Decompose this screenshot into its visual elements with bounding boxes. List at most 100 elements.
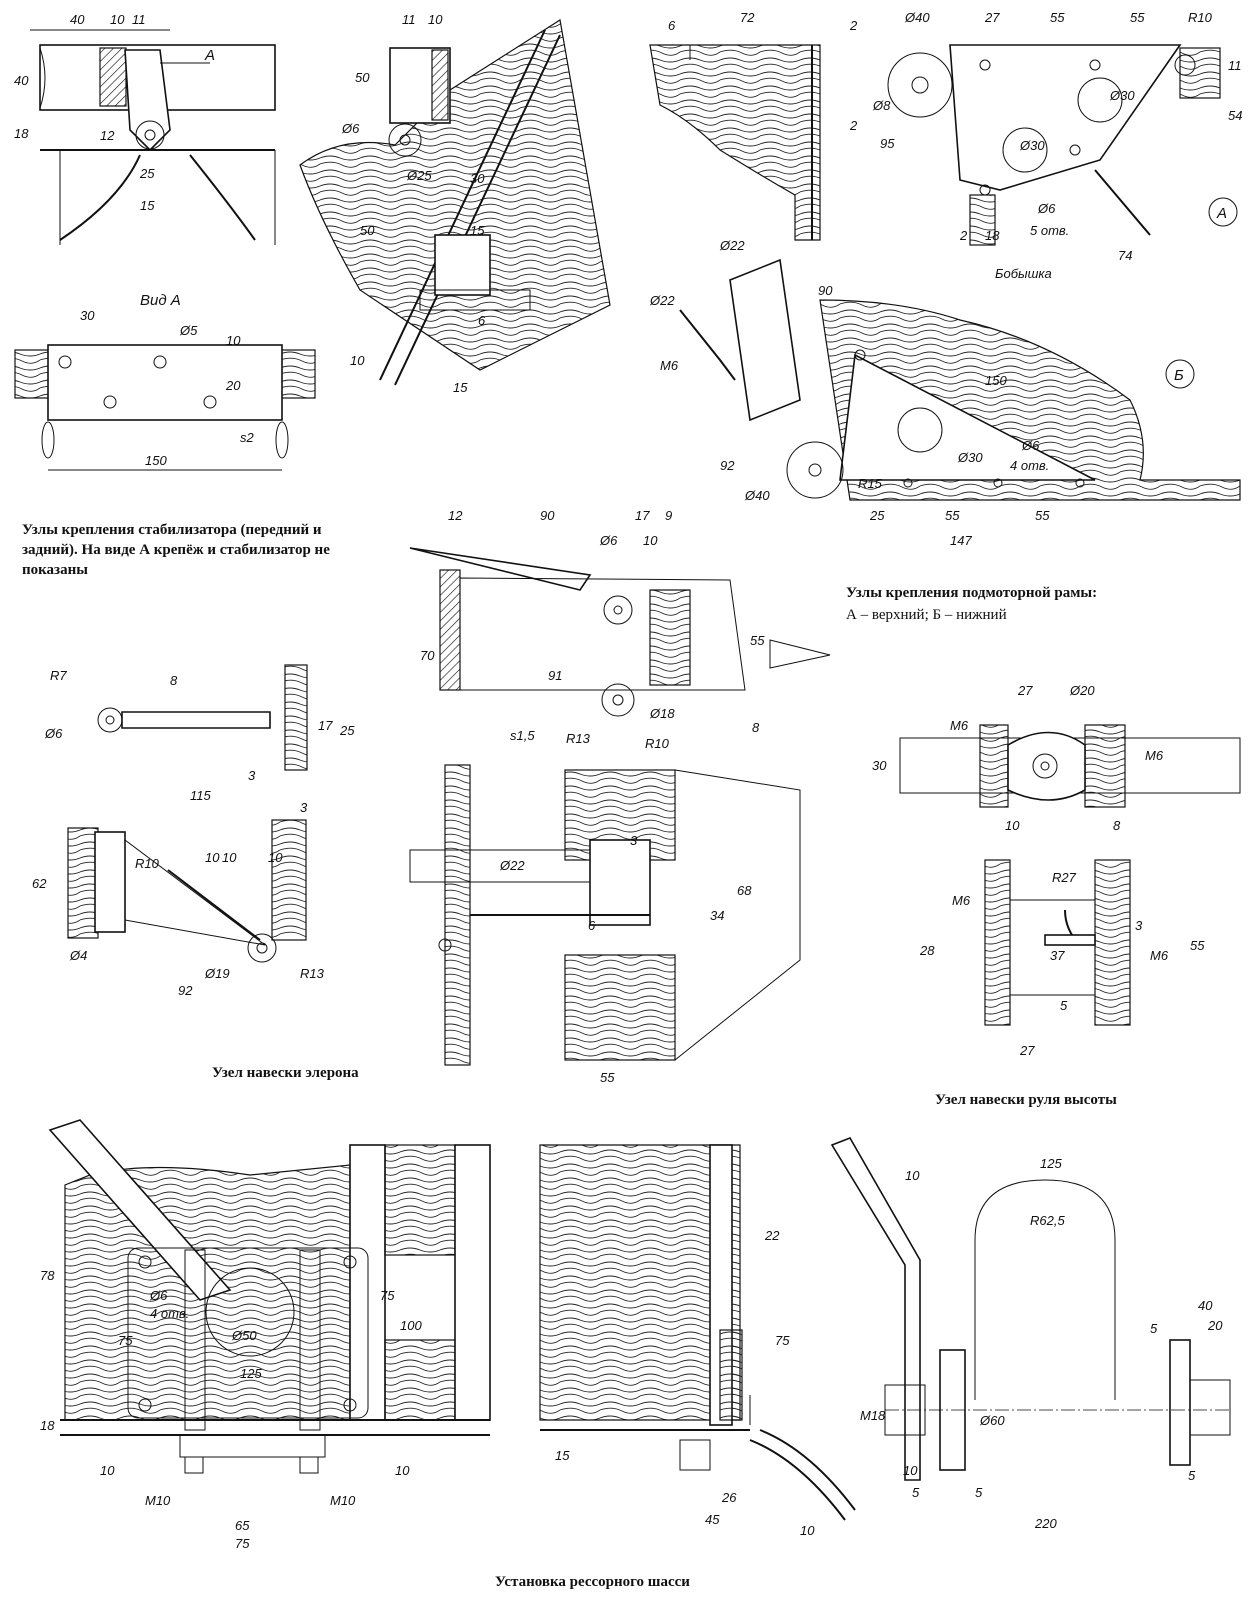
dim-label: Ø40: [904, 10, 930, 25]
dim-label: Ø40: [744, 488, 770, 503]
dim-label: Ø6: [149, 1288, 168, 1303]
dim-label: R13: [300, 966, 325, 981]
dim-label: Ø22: [499, 858, 525, 873]
dim-label: 10: [395, 1463, 410, 1478]
dim-label: 91: [548, 668, 562, 683]
dim-label: 50: [360, 223, 375, 238]
dim-label: 30: [872, 758, 887, 773]
dim-label: 78: [40, 1268, 55, 1283]
dim-label: 10: [350, 353, 365, 368]
dim-label: 10: [110, 12, 125, 27]
dim-label: 10: [268, 850, 283, 865]
dim-label: Ø6: [341, 121, 360, 136]
dim-label: Ø20: [1069, 683, 1095, 698]
dim-label: 5: [912, 1485, 920, 1500]
dim-label: 11: [132, 12, 146, 27]
dim-label: 11: [1228, 58, 1242, 73]
dim-label: 10: [100, 1463, 115, 1478]
dim-label: 5: [975, 1485, 983, 1500]
motor-mount-a-top: Ø40 27 55 55 R10 11 54 Ø8 95 Ø30 Ø30 Ø6 …: [872, 10, 1242, 281]
dim-label: R13: [566, 731, 591, 746]
dim-label: 125: [240, 1366, 262, 1381]
dim-label: 18: [985, 228, 1000, 243]
dim-label: 26: [721, 1490, 737, 1505]
dim-label: 75: [235, 1536, 250, 1551]
caption-landing-gear: Установка рессорного шасси: [495, 1574, 690, 1590]
dim-label: 75: [775, 1333, 790, 1348]
dim-label: 30: [470, 171, 485, 186]
dim-label: R27: [1052, 870, 1077, 885]
dim-label: 55: [750, 633, 765, 648]
dim-label: s1,5: [510, 728, 535, 743]
dim-label: 6: [588, 918, 596, 933]
dim-label: M6: [660, 358, 679, 373]
dim-label: 55: [1190, 938, 1205, 953]
dim-label: 10: [226, 333, 241, 348]
landing-gear-front: 78 75 Ø6 4 отв. Ø50 125 75 100 18 10 10 …: [40, 1119, 491, 1551]
dim-label: 75: [118, 1333, 133, 1348]
view-a-arrow-label: A: [204, 47, 215, 64]
aileron-hinge-plan: 3 62 R10 10 10 10 Ø4 Ø19 R13 92: [32, 800, 325, 998]
dim-label: 10: [205, 850, 220, 865]
dim-label: 75: [380, 1288, 395, 1303]
motor-mount-b: Ø22 Ø22 90 M6 92 150 Ø30 Ø6 4 отв. Ø40 R…: [649, 238, 1241, 548]
dim-label: M18: [860, 1408, 886, 1423]
dim-label: Ø6: [1021, 438, 1040, 453]
dim-label: M10: [145, 1493, 171, 1508]
dim-label: 100: [400, 1318, 422, 1333]
dim-label: 28: [919, 943, 935, 958]
stabilizer-mount-rear: 11 10 50 Ø6 Ø25 30 50 15 6 10 15: [299, 12, 611, 395]
dim-label: 25: [869, 508, 885, 523]
dim-label: R10: [645, 736, 670, 751]
dim-label: 8: [752, 720, 760, 735]
dim-label: 18: [14, 126, 29, 141]
dim-label: 50: [355, 70, 370, 85]
dim-label: Ø30: [957, 450, 983, 465]
dim-label: 150: [145, 453, 167, 468]
dim-label: 125: [1040, 1156, 1062, 1171]
landing-gear-axle: 10 125 R62,5 40 5 20 M18 Ø60 10 5 5 5 22…: [830, 1137, 1231, 1531]
dim-label: Ø6: [1037, 201, 1056, 216]
motor-mount-a-side: 6 72 2 2: [649, 10, 858, 241]
dim-label: 55: [1035, 508, 1050, 523]
dim-label: 65: [235, 1518, 250, 1533]
dim-label: 27: [984, 10, 1000, 25]
aileron-hinge-top: R7 Ø6 8 17 25 3 115: [44, 664, 355, 803]
caption-stabilizer: Узлы крепления стабилизатора (передний и…: [22, 522, 330, 578]
dim-label: M10: [330, 1493, 356, 1508]
dim-label: R7: [50, 668, 67, 683]
dim-label: Ø6: [599, 533, 618, 548]
dim-label: 25: [139, 166, 155, 181]
dim-label: 10: [428, 12, 443, 27]
boss-label: Бобышка: [995, 266, 1052, 281]
stabilizer-mount-front: 40 10 11 40 18 12 25 15 A: [14, 12, 276, 245]
dim-label: 5: [1150, 1321, 1158, 1336]
dim-label: Ø30: [1109, 88, 1135, 103]
dim-label: 30: [80, 308, 95, 323]
dim-label: R10: [135, 856, 160, 871]
dim-label: 55: [1050, 10, 1065, 25]
dim-label: 37: [1050, 948, 1065, 963]
dim-label: 34: [710, 908, 724, 923]
caption-motor-frame: Узлы крепления подмоторной рамы:: [846, 585, 1098, 601]
dim-label: Ø22: [719, 238, 745, 253]
dim-label: 20: [225, 378, 241, 393]
dim-label: Ø18: [649, 706, 675, 721]
dim-label: 68: [737, 883, 752, 898]
dim-label: Ø4: [69, 948, 87, 963]
dim-label: 40: [70, 12, 85, 27]
dim-label: M6: [952, 893, 971, 908]
elevator-hinge-side: R27 M6 3 28 37 M6 55 5 27: [919, 859, 1205, 1058]
dim-label: s2: [240, 430, 255, 445]
dim-label: 8: [170, 673, 178, 688]
dim-label: 4 отв.: [150, 1306, 189, 1321]
dim-label: 150: [985, 373, 1007, 388]
elevator-hinge-top: M6 27 Ø20 30 M6 10 8: [872, 683, 1241, 833]
dim-label: 72: [740, 10, 755, 25]
dim-label: Ø25: [406, 168, 432, 183]
dim-label: 15: [470, 223, 485, 238]
dim-label: 12: [100, 128, 115, 143]
dim-label: R62,5: [1030, 1213, 1065, 1228]
dim-label: 11: [402, 12, 416, 27]
